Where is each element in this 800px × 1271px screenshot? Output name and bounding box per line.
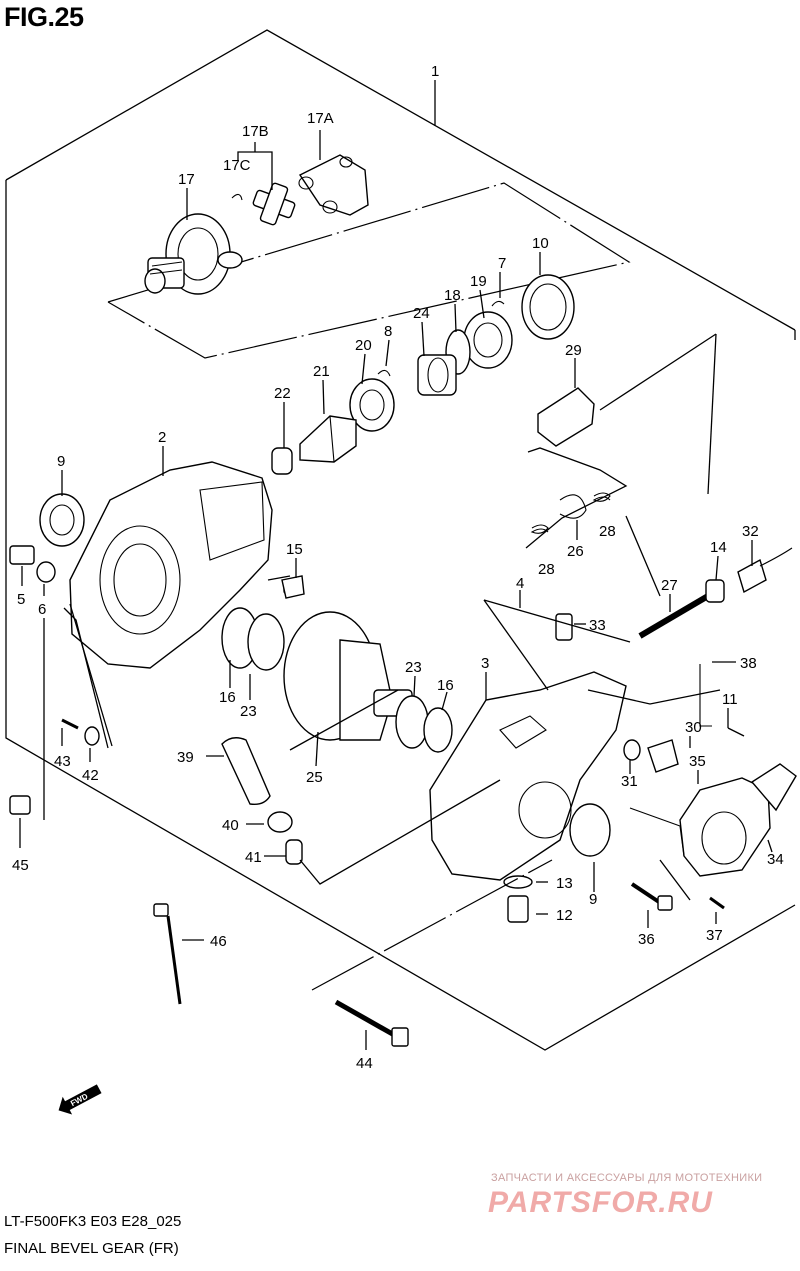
callout-16-left: 16 [219, 689, 236, 706]
figure-title: FIG.25 [4, 2, 84, 32]
callout-18: 18 [444, 287, 461, 304]
part-29-switch-bracket [530, 387, 611, 534]
callout-25: 25 [306, 769, 323, 786]
callout-32: 32 [742, 523, 759, 540]
callout-23-right: 23 [405, 659, 422, 676]
callout-29: 29 [565, 342, 582, 359]
callout-43: 43 [54, 753, 71, 770]
part-2-housing [69, 461, 273, 669]
callout-17a: 17A [307, 110, 334, 127]
part-17a-yoke [298, 154, 369, 216]
callout-33: 33 [589, 617, 606, 634]
callout-42: 42 [82, 767, 99, 784]
callout-19: 19 [470, 273, 487, 290]
callout-36: 36 [638, 931, 655, 948]
assembly-boundary [5, 29, 796, 1051]
model-code: LT-F500FK3 E03 E28_025 [4, 1213, 182, 1230]
pinion-group-boundary [107, 182, 631, 359]
fasteners-and-misc [9, 575, 725, 1047]
callout-27: 27 [661, 577, 678, 594]
leader-lines [19, 80, 773, 1050]
callout-34: 34 [767, 851, 784, 868]
callout-21: 21 [313, 363, 330, 380]
callout-4: 4 [516, 575, 524, 592]
callout-12: 12 [556, 907, 573, 924]
callout-30: 30 [685, 719, 702, 736]
callout-23-left: 23 [240, 703, 257, 720]
callout-11: 11 [722, 691, 738, 708]
watermark-logo: PARTSFOR.RU [488, 1186, 713, 1219]
part-3-main-case [429, 671, 627, 881]
callout-6: 6 [38, 601, 46, 618]
callout-46: 46 [210, 933, 227, 950]
callout-13: 13 [556, 875, 573, 892]
callout-16-right: 16 [437, 677, 454, 694]
callout-45: 45 [12, 857, 29, 874]
callout-3: 3 [481, 655, 489, 672]
callout-44: 44 [356, 1055, 373, 1072]
part-17-flange [144, 213, 243, 295]
part-17b-cross [231, 182, 296, 226]
watermark-tagline: ЗАПЧАСТИ И АКСЕССУАРЫ ДЛЯ МОТОТЕХНИКИ [491, 1172, 763, 1184]
callout-5: 5 [17, 591, 25, 608]
callout-7: 7 [498, 255, 506, 272]
callout-15: 15 [286, 541, 303, 558]
callout-28-upper: 28 [599, 523, 616, 540]
callout-9-left: 9 [57, 453, 65, 470]
callout-17c: 17C [223, 157, 251, 174]
callout-20: 20 [355, 337, 372, 354]
callout-17b: 17B [242, 123, 269, 140]
callout-22: 22 [274, 385, 291, 402]
callout-9-right: 9 [589, 891, 597, 908]
fwd-arrow-badge: FWD [58, 1084, 102, 1115]
callout-26: 26 [567, 543, 584, 560]
pinion-shaft-parts [271, 274, 575, 475]
callout-37: 37 [706, 927, 723, 944]
callout-35: 35 [689, 753, 706, 770]
callout-38: 38 [740, 655, 757, 672]
callout-8: 8 [384, 323, 392, 340]
section-name: FINAL BEVEL GEAR (FR) [4, 1240, 179, 1257]
callout-10: 10 [532, 235, 549, 252]
callout-28-lower: 28 [538, 561, 555, 578]
callout-40: 40 [222, 817, 239, 834]
callout-17: 17 [178, 171, 195, 188]
callout-1: 1 [431, 63, 439, 80]
callout-41: 41 [245, 849, 262, 866]
right-side-parts [555, 547, 793, 773]
callout-14: 14 [710, 539, 727, 556]
left-small-parts [9, 493, 85, 583]
part-34-motor [629, 763, 797, 877]
callout-2: 2 [158, 429, 166, 446]
callout-39: 39 [177, 749, 194, 766]
callout-24: 24 [413, 305, 430, 322]
callout-31: 31 [621, 773, 638, 790]
part-number-labels: 1 17B 17A 17C 17 10 7 19 18 24 8 20 29 2… [12, 63, 784, 1072]
